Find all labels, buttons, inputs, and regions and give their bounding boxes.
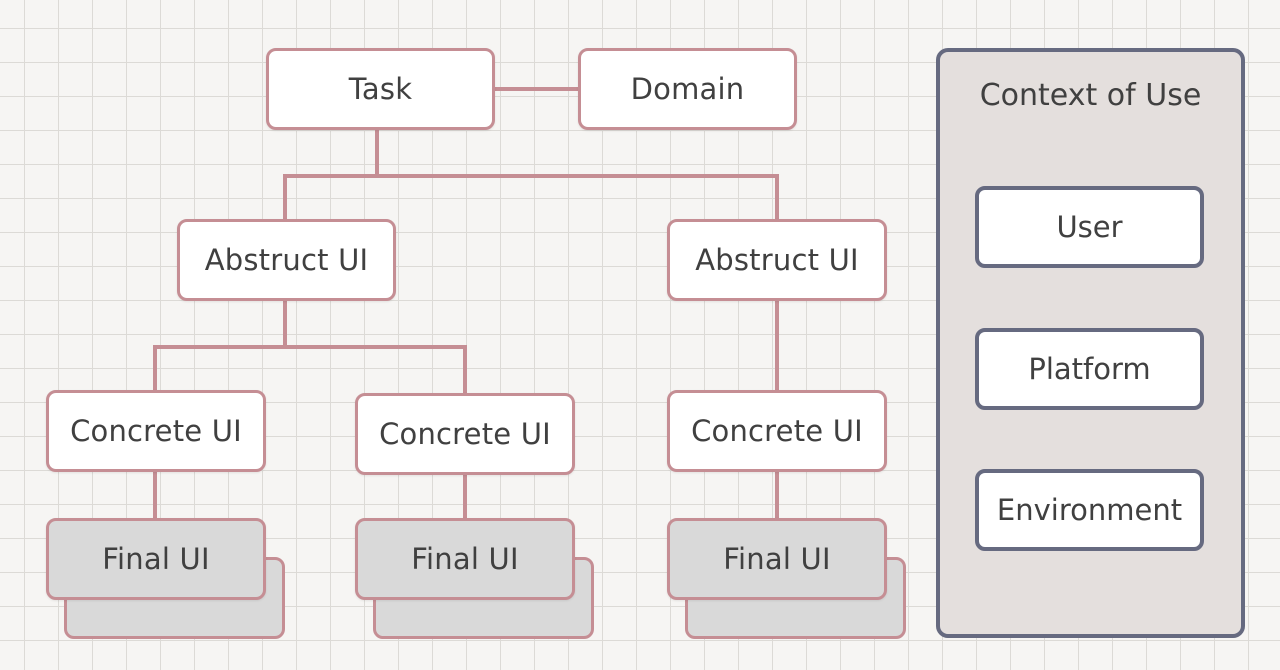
context-user-node[interactable]: User <box>975 186 1204 268</box>
concrete-ui-node-2[interactable]: Concrete UI <box>355 393 575 475</box>
final-ui-node-2[interactable]: Final UI <box>355 518 575 600</box>
task-node[interactable]: Task <box>266 48 495 130</box>
context-of-use-panel: Context of Use User Platform Environment <box>936 48 1245 638</box>
abstract-ui-node-1[interactable]: Abstruct UI <box>177 219 396 301</box>
context-of-use-title: Context of Use <box>979 78 1202 113</box>
abstract-ui-node-2[interactable]: Abstruct UI <box>667 219 887 301</box>
final-ui-node-3[interactable]: Final UI <box>667 518 887 600</box>
concrete-ui-node-1[interactable]: Concrete UI <box>46 390 266 472</box>
final-ui-node-1[interactable]: Final UI <box>46 518 266 600</box>
concrete-ui-node-3[interactable]: Concrete UI <box>667 390 887 472</box>
context-platform-node[interactable]: Platform <box>975 328 1204 410</box>
context-environment-node[interactable]: Environment <box>975 469 1204 551</box>
domain-node[interactable]: Domain <box>578 48 797 130</box>
